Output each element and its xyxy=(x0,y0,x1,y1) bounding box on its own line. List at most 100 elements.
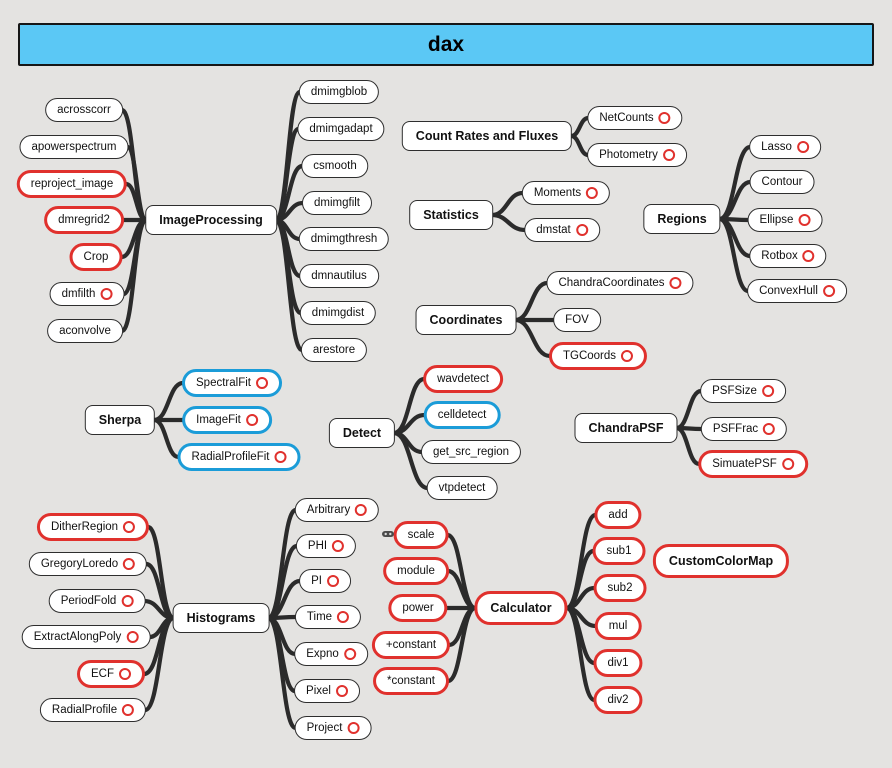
node-gregoryloredo[interactable]: GregoryLoredo xyxy=(28,552,148,576)
node-reproject-image[interactable]: reproject_image xyxy=(16,170,128,198)
node-scale[interactable]: scale xyxy=(393,521,449,549)
node-label: Expno xyxy=(306,648,339,660)
node-radialprofile[interactable]: RadialProfile xyxy=(39,698,147,722)
node-dmimgthresh[interactable]: dmimgthresh xyxy=(298,227,390,251)
node-dmnautilus[interactable]: dmnautilus xyxy=(299,264,379,288)
edge xyxy=(674,425,702,467)
node-crop[interactable]: Crop xyxy=(69,243,123,271)
node-count-rates-and-fluxes[interactable]: Count Rates and Fluxes xyxy=(401,121,573,151)
node-contour[interactable]: Contour xyxy=(749,170,815,194)
node-label: Regions xyxy=(657,212,707,226)
node-imagefit[interactable]: ImageFit xyxy=(182,406,272,434)
node-label: NetCounts xyxy=(599,112,654,124)
node-constant[interactable]: *constant xyxy=(373,667,449,695)
ring-icon xyxy=(355,504,368,516)
node-simuatepsf[interactable]: SimuatePSF xyxy=(698,450,808,478)
node-calculator[interactable]: Calculator xyxy=(474,591,568,625)
node-coordinates[interactable]: Coordinates xyxy=(415,305,517,335)
node-arbitrary[interactable]: Arbitrary xyxy=(294,498,380,522)
node-pi[interactable]: PI xyxy=(299,569,351,593)
node-label: SimuatePSF xyxy=(712,458,777,470)
node-add[interactable]: add xyxy=(594,501,642,529)
node-label: Lasso xyxy=(761,141,792,153)
node-power[interactable]: power xyxy=(388,594,448,622)
node-periodfold[interactable]: PeriodFold xyxy=(48,589,146,613)
node-label: vtpdetect xyxy=(438,482,486,494)
node-fov[interactable]: FOV xyxy=(553,308,601,332)
node-dmimgblob[interactable]: dmimgblob xyxy=(298,80,380,104)
node-customcolormap[interactable]: CustomColorMap xyxy=(652,544,790,578)
ring-icon xyxy=(347,722,360,734)
node-detect[interactable]: Detect xyxy=(328,418,396,448)
node-radialprofilefit[interactable]: RadialProfileFit xyxy=(177,443,301,471)
node-statistics[interactable]: Statistics xyxy=(409,200,493,230)
node-label: sub1 xyxy=(606,545,632,557)
node-netcounts[interactable]: NetCounts xyxy=(587,106,683,130)
node-label: Detect xyxy=(342,426,382,440)
node-vtpdetect[interactable]: vtpdetect xyxy=(426,476,498,500)
node-convexhull[interactable]: ConvexHull xyxy=(747,279,847,303)
edge xyxy=(152,417,181,460)
node-lasso[interactable]: Lasso xyxy=(749,135,821,159)
ring-icon xyxy=(586,187,599,199)
node-label: div1 xyxy=(607,657,629,669)
node-spectralfit[interactable]: SpectralFit xyxy=(182,369,282,397)
ring-icon xyxy=(761,385,774,397)
node-sub1[interactable]: sub1 xyxy=(592,537,646,565)
node-label: FOV xyxy=(565,314,589,326)
node-histograms[interactable]: Histograms xyxy=(172,603,270,633)
node-label: CustomColorMap xyxy=(668,554,774,568)
ring-icon xyxy=(802,250,815,262)
node-moments[interactable]: Moments xyxy=(521,181,611,205)
link-icon[interactable] xyxy=(382,531,395,538)
node-extractalongpoly[interactable]: ExtractAlongPoly xyxy=(21,625,151,649)
node-psffrac[interactable]: PSFFrac xyxy=(700,417,788,441)
node-chandracoordinates[interactable]: ChandraCoordinates xyxy=(546,271,694,295)
node-rotbox[interactable]: Rotbox xyxy=(749,244,827,268)
edge xyxy=(119,217,149,334)
node-csmooth[interactable]: csmooth xyxy=(301,154,369,178)
node-sub2[interactable]: sub2 xyxy=(593,574,647,602)
node-aconvolve[interactable]: aconvolve xyxy=(47,319,123,343)
node-dmimgdist[interactable]: dmimgdist xyxy=(299,301,377,325)
node-chandrapsf[interactable]: ChandraPSF xyxy=(574,413,678,443)
node-apowerspectrum[interactable]: apowerspectrum xyxy=(19,135,129,159)
node-div1[interactable]: div1 xyxy=(593,649,643,677)
node-module[interactable]: module xyxy=(383,557,449,585)
node-mul[interactable]: mul xyxy=(594,612,642,640)
node-time[interactable]: Time xyxy=(294,605,362,629)
node-label: DitherRegion xyxy=(50,521,119,533)
node-phi[interactable]: PHI xyxy=(295,534,357,558)
node-dmimgadapt[interactable]: dmimgadapt xyxy=(297,117,385,141)
node-div2[interactable]: div2 xyxy=(593,686,643,714)
node-label: dmnautilus xyxy=(311,270,367,282)
node-expno[interactable]: Expno xyxy=(294,642,368,666)
node-label: ImageFit xyxy=(196,414,241,426)
edge xyxy=(717,216,751,294)
node-dmstat[interactable]: dmstat xyxy=(524,218,600,242)
node-dmregrid2[interactable]: dmregrid2 xyxy=(44,206,124,234)
node-get-src-region[interactable]: get_src_region xyxy=(420,440,522,464)
node-project[interactable]: Project xyxy=(294,716,372,740)
node-celldetect[interactable]: celldetect xyxy=(423,401,501,429)
node-sherpa[interactable]: Sherpa xyxy=(84,405,156,435)
node-ditherregion[interactable]: DitherRegion xyxy=(36,513,150,541)
node-wavdetect[interactable]: wavdetect xyxy=(423,365,503,393)
node-label: dmimgdist xyxy=(311,307,365,319)
node-ellipse[interactable]: Ellipse xyxy=(747,208,823,232)
node-psfsize[interactable]: PSFSize xyxy=(700,379,786,403)
node-label: RadialProfileFit xyxy=(191,451,270,463)
root-node-dax[interactable]: dax xyxy=(18,23,874,66)
node-constant[interactable]: +constant xyxy=(371,631,451,659)
node-regions[interactable]: Regions xyxy=(643,204,721,234)
node-imageprocessing[interactable]: ImageProcessing xyxy=(145,205,277,235)
node-photometry[interactable]: Photometry xyxy=(587,143,687,167)
node-ecf[interactable]: ECF xyxy=(77,660,145,688)
node-dmimgfilt[interactable]: dmimgfilt xyxy=(301,191,373,215)
node-tgcoords[interactable]: TGCoords xyxy=(548,342,648,370)
node-arestore[interactable]: arestore xyxy=(300,338,368,362)
node-pixel[interactable]: Pixel xyxy=(294,679,360,703)
node-acrosscorr[interactable]: acrosscorr xyxy=(45,98,123,122)
node-dmfilth[interactable]: dmfilth xyxy=(49,282,125,306)
node-label: +constant xyxy=(385,639,437,651)
